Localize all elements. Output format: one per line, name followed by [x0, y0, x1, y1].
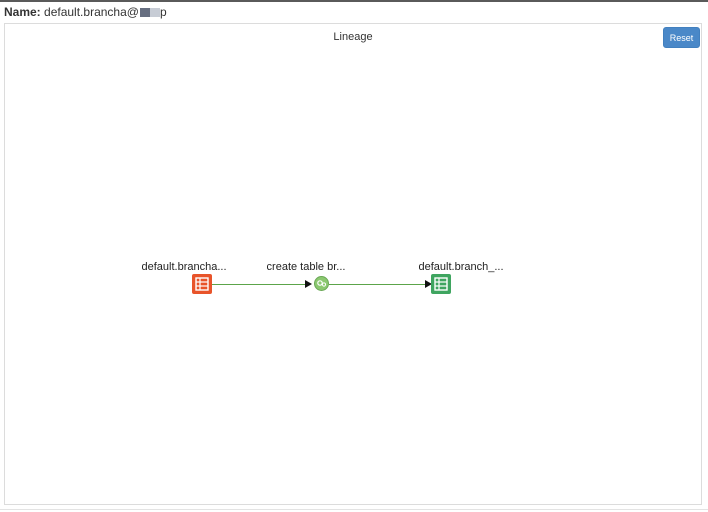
lineage-edge	[329, 284, 429, 285]
entity-name: Name: default.brancha@ p	[4, 5, 167, 19]
name-label: Name:	[4, 5, 41, 19]
arrow-icon	[305, 280, 312, 288]
name-suffix: p	[159, 5, 167, 19]
top-border	[0, 0, 708, 2]
name-value: default.brancha@	[44, 5, 139, 19]
table-icon[interactable]	[431, 274, 451, 294]
lineage-panel: Lineage Reset default.brancha... create …	[4, 23, 702, 505]
bottom-divider	[0, 509, 708, 510]
lineage-edge	[212, 284, 309, 285]
panel-title: Lineage	[333, 31, 373, 43]
redacted-block	[139, 8, 150, 18]
node-label: default.brancha...	[141, 261, 227, 273]
reset-button[interactable]: Reset	[663, 27, 700, 48]
table-icon[interactable]	[192, 274, 212, 294]
process-gear-icon[interactable]	[314, 276, 329, 291]
node-label: create table br...	[266, 261, 346, 273]
node-label: default.branch_...	[418, 261, 504, 273]
arrow-icon	[425, 280, 432, 288]
redacted-block	[149, 8, 160, 18]
